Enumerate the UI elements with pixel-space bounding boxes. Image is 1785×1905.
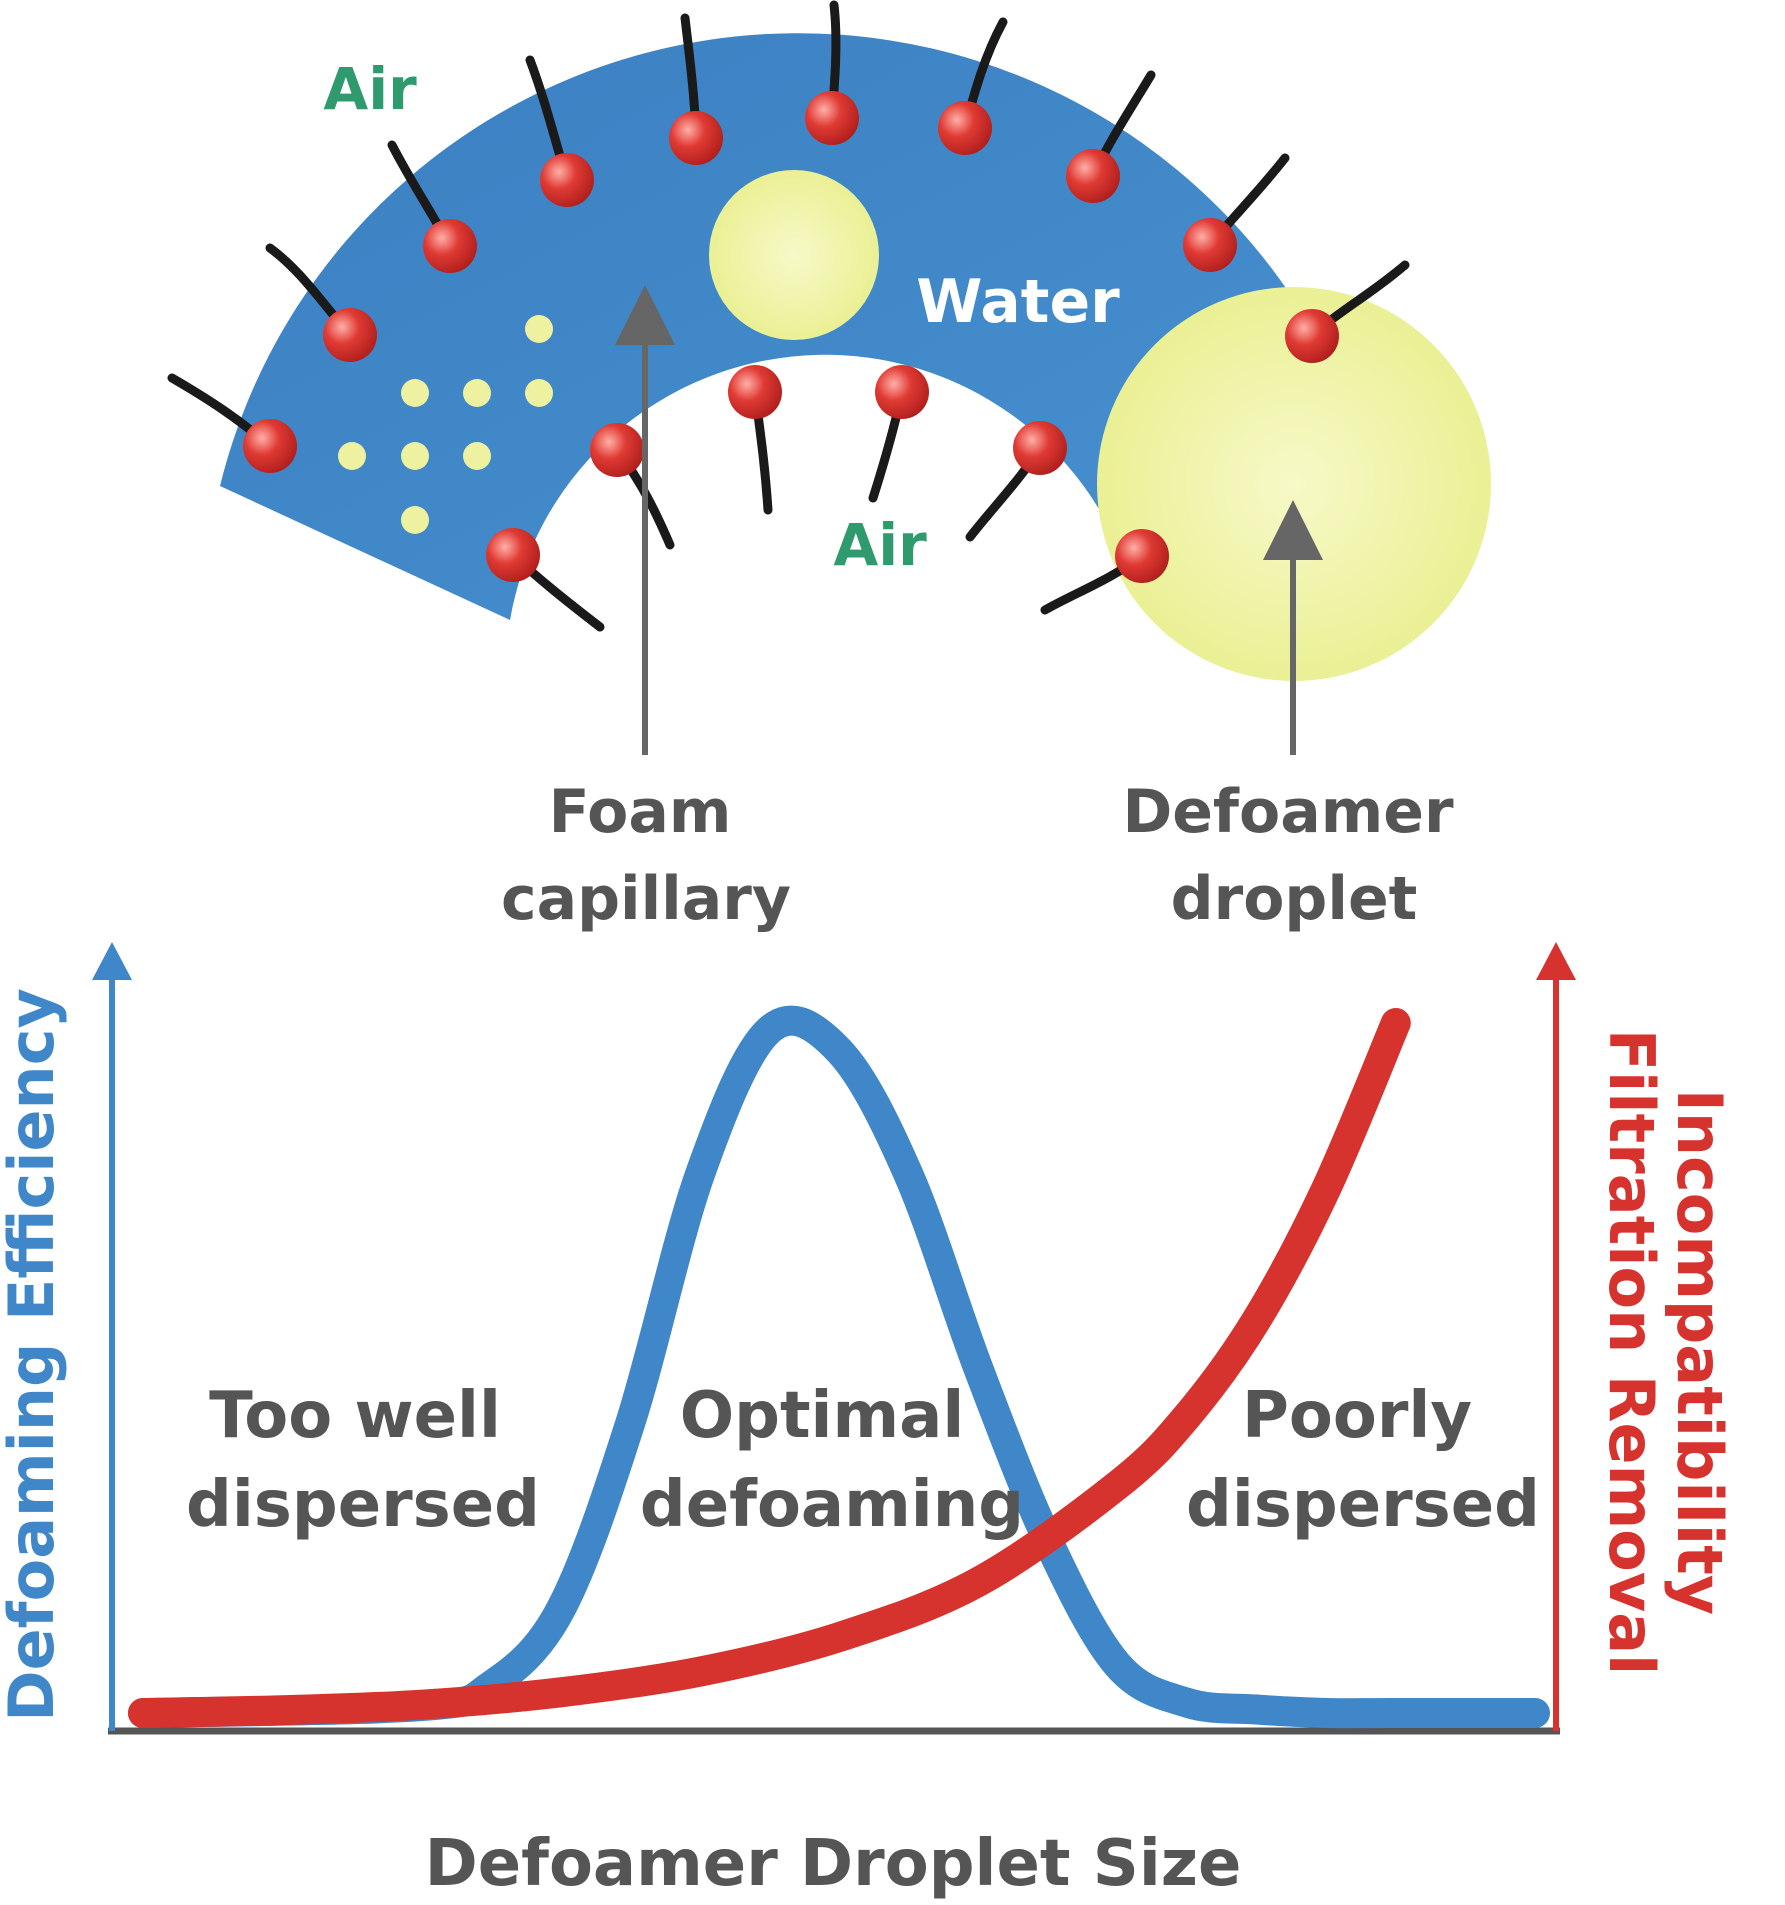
droplet-size-chart: Too well dispersed Optimal defoaming Poo… (0, 942, 1736, 1901)
region-right-line2: dispersed (1186, 1468, 1540, 1542)
air-label-bottom: Air (833, 511, 927, 579)
defoamer-droplet-label-line2: droplet (1171, 864, 1418, 934)
small-droplet (525, 315, 553, 343)
left-y-axis-title: Defoaming Efficiency (0, 988, 68, 1722)
surfactant-head (590, 423, 644, 477)
surfactant-head (423, 219, 477, 273)
small-droplet (401, 442, 429, 470)
right-y-axis-title-line1: Incompatibility (1663, 1089, 1736, 1615)
surfactant-head (1183, 218, 1237, 272)
region-center-line2: defoaming (640, 1468, 1024, 1542)
surfactant-head (1115, 529, 1169, 583)
small-defoamer-droplets (338, 315, 553, 534)
water-label: Water (916, 267, 1120, 337)
surfactant-head (1013, 421, 1067, 475)
region-right-line1: Poorly (1242, 1379, 1472, 1453)
surfactant-head (243, 419, 297, 473)
surfactant-head (486, 528, 540, 582)
surfactant-head (1066, 149, 1120, 203)
surfactant-head (669, 111, 723, 165)
foam-capillary-label-line1: Foam (549, 777, 732, 847)
incompatibility-curve (128, 1008, 1411, 1728)
right-y-axis-arrowhead (1536, 942, 1576, 980)
small-droplet (401, 379, 429, 407)
foam-capillary-label-line2: capillary (501, 864, 791, 934)
small-droplet (463, 442, 491, 470)
foam-diagram: Air Air Water Foam capillary Defoamer dr… (167, 0, 1491, 934)
x-axis-title: Defoamer Droplet Size (425, 1827, 1242, 1901)
left-y-axis-arrowhead (92, 942, 132, 980)
large-defoamer-droplet (1097, 287, 1491, 681)
defoaming-efficiency-curve (128, 1005, 1550, 1729)
small-droplet (401, 506, 429, 534)
region-left-line2: dispersed (186, 1468, 540, 1542)
region-center-line1: Optimal (680, 1379, 965, 1453)
medium-defoamer-droplet (709, 170, 879, 340)
surfactant-head (728, 365, 782, 419)
air-label-top: Air (323, 55, 417, 123)
small-droplet (525, 379, 553, 407)
surfactant-head (540, 153, 594, 207)
defoamer-droplet-label-line1: Defoamer (1122, 777, 1454, 847)
right-y-axis-title-line2: Filtration Removal (1595, 1029, 1668, 1676)
surfactant-head (875, 365, 929, 419)
surfactant-head (1285, 309, 1339, 363)
small-droplet (338, 442, 366, 470)
surfactant-heads (243, 91, 1339, 583)
surfactant-head (938, 101, 992, 155)
surfactant-head (323, 308, 377, 362)
surfactant-head (805, 91, 859, 145)
small-droplet (463, 379, 491, 407)
region-left-line1: Too well (209, 1379, 501, 1453)
